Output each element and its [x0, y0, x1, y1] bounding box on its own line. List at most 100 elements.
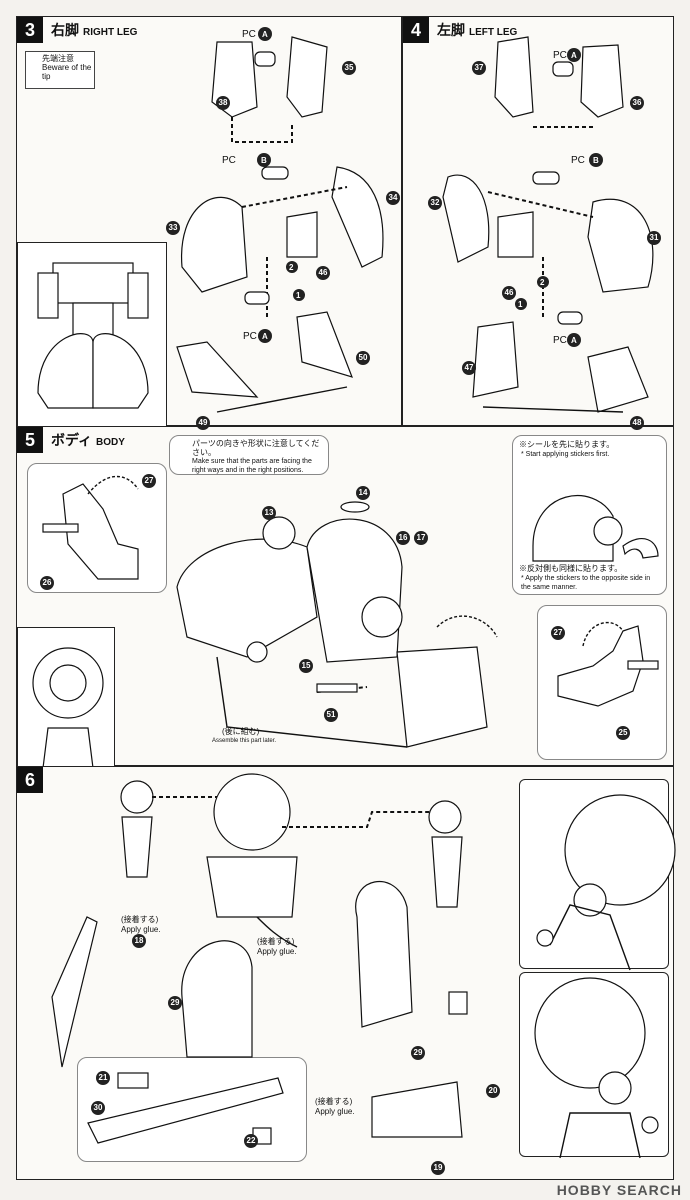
note-en: Make sure that the parts are facing the … — [192, 458, 312, 474]
part-number-callout: 38 — [216, 96, 230, 110]
shoulder-detail-inset-top — [519, 779, 676, 971]
step-title-en: LEFT LEG — [469, 27, 518, 38]
part-number-callout: 29 — [168, 996, 182, 1010]
svg-text:B: B — [593, 156, 599, 165]
part-number-callout: 14 — [356, 486, 370, 500]
shoulder-detail-top-drawing — [536, 794, 676, 971]
orientation-note: パーツの向きや形状に注意してください。 Make sure that the p… — [169, 435, 329, 475]
svg-text:PC: PC — [222, 155, 236, 166]
part-number-callout: 31 — [647, 231, 661, 245]
glue-en-2: Apply glue. — [257, 947, 297, 956]
final-assembly-diagram — [51, 773, 468, 1138]
part-number-callout: 27 — [142, 474, 156, 488]
part-number-callout: 33 — [166, 221, 180, 235]
sticker-en: * Start applying stickers first. — [521, 451, 610, 458]
part-number-callout: 32 — [428, 196, 442, 210]
body-assembly-diagram — [176, 501, 498, 748]
svg-text:PC: PC — [243, 331, 257, 342]
part-number-callout: 16 — [396, 531, 410, 545]
step-number: 5 — [17, 427, 43, 453]
opposite-en: * Apply the stickers to the opposite sid… — [521, 575, 651, 591]
shoulder-detail-bottom-drawing — [534, 977, 659, 1159]
part-number-callout: 34 — [386, 191, 400, 205]
step-title: 右脚 RIGHT LEG — [51, 20, 137, 40]
pc-a-label: PC — [242, 29, 256, 40]
part-number-callout: 49 — [196, 416, 210, 430]
part-number-callout: 48 — [630, 416, 644, 430]
step-title-jp: ボディ — [51, 432, 93, 448]
tip-jp: 先端注意 — [42, 54, 74, 63]
part-number-callout: 30 — [91, 1101, 105, 1115]
svg-text:A: A — [571, 336, 577, 345]
part-number-callout: 46 — [502, 286, 516, 300]
part-number-callout: 47 — [462, 361, 476, 375]
part-number-callout: 51 — [324, 708, 338, 722]
part-number-callout: 22 — [244, 1134, 258, 1148]
svg-text:PC: PC — [553, 50, 567, 61]
weapon-drawing — [87, 1072, 284, 1145]
svg-text:2: 2 — [289, 263, 294, 272]
svg-text:B: B — [261, 156, 267, 165]
part-number-callout: 15 — [299, 659, 313, 673]
sticker-note-box: ※シールを先に貼ります。 * Start applying stickers f… — [512, 435, 667, 595]
part-number-callout: 29 — [411, 1046, 425, 1060]
step-title: 左脚 LEFT LEG — [437, 20, 517, 40]
part-number-callout: 18 — [132, 934, 146, 948]
svg-text:2: 2 — [540, 278, 545, 287]
hobby-search-watermark: HOBBY SEARCH — [556, 1182, 682, 1198]
note-jp: パーツの向きや形状に注意してください。 — [192, 439, 320, 457]
weapon-sub-assembly-box — [77, 1057, 307, 1162]
step-3-panel: 3 右脚 RIGHT LEG 先端注意 Beware of the tip A — [16, 16, 402, 427]
svg-text:1: 1 — [518, 300, 523, 309]
step-4-panel: 4 左脚 LEFT LEG A PC B PC A PC 2 1 — [402, 16, 674, 426]
step-number: 4 — [403, 17, 429, 43]
tip-en: Beware of the tip — [42, 63, 92, 81]
part-number-callout: 19 — [431, 1161, 445, 1175]
glue-jp-3: (接着する) — [315, 1097, 353, 1106]
part-number-callout: 26 — [40, 576, 54, 590]
opposite-jp: ※反対側も同様に貼ります。 — [519, 564, 623, 573]
part-number-callout: 36 — [630, 96, 644, 110]
part-number-callout: 27 — [551, 626, 565, 640]
step-6-panel: 6 (接着する) Apply glue. (接着する) Apply glue. … — [16, 766, 676, 1180]
step-title-jp: 左脚 — [437, 22, 465, 38]
svg-text:1: 1 — [296, 291, 301, 300]
right-leg-diagram: A PC B PC A PC 2 1 — [176, 27, 384, 413]
glue-en-3: Apply glue. — [315, 1107, 355, 1116]
arm-joint-right-drawing — [557, 621, 659, 707]
arm-joint-left-drawing — [42, 475, 139, 580]
part-number-callout: 13 — [262, 506, 276, 520]
step-title-en: RIGHT LEG — [83, 27, 138, 38]
part-number-callout: 35 — [342, 61, 356, 75]
later-jp-label: (後に組む) — [222, 727, 260, 736]
sticker-jp: ※シールを先に貼ります。 — [519, 440, 615, 449]
part-number-callout: 17 — [414, 531, 428, 545]
step-title-jp: 右脚 — [51, 22, 79, 38]
sticker-diagram — [532, 494, 659, 562]
step-number: 6 — [17, 767, 43, 793]
svg-text:PC: PC — [571, 155, 585, 166]
part-number-callout: 50 — [356, 351, 370, 365]
step-title-en: BODY — [96, 437, 125, 448]
svg-text:A: A — [262, 332, 268, 341]
glue-en-1: Apply glue. — [121, 925, 161, 934]
part-number-callout: 20 — [486, 1084, 500, 1098]
step-number: 3 — [17, 17, 43, 43]
svg-text:A: A — [571, 51, 577, 60]
leg-reference-inset — [17, 242, 167, 427]
later-en-label: Assemble this part later. — [212, 738, 277, 744]
part-number-callout: 21 — [96, 1071, 110, 1085]
part-number-callout: 25 — [616, 726, 630, 740]
part-number-callout: 37 — [472, 61, 486, 75]
svg-text:PC: PC — [553, 335, 567, 346]
part-number-callout: 46 — [316, 266, 330, 280]
leg-reference-drawing — [37, 262, 149, 409]
shoulder-detail-inset-bottom — [519, 972, 669, 1159]
glue-jp-2: (接着する) — [257, 937, 295, 946]
svg-text:A: A — [262, 30, 268, 39]
left-leg-diagram: A PC B PC A PC 2 1 — [442, 36, 654, 413]
tip-warning: 先端注意 Beware of the tip — [25, 51, 95, 89]
glue-jp-1: (接着する) — [121, 915, 159, 924]
